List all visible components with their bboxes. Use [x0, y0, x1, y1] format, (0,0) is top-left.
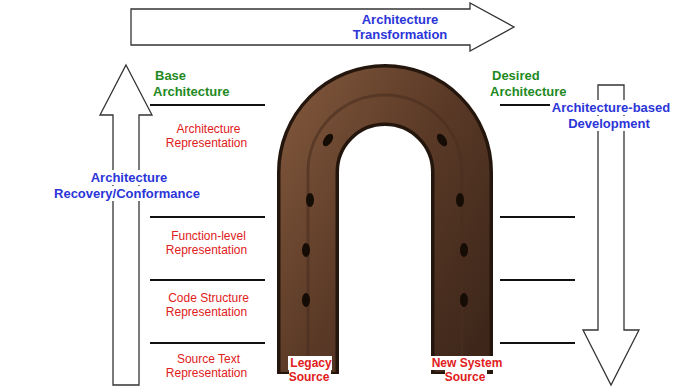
arrow-label: Architecture-based Development: [550, 100, 670, 131]
horseshoe: [302, 95, 468, 374]
level-heading-box: Desired Architecture: [490, 68, 586, 99]
arrow-label-box: Architecture Recovery/Conformance: [46, 170, 210, 201]
level-label: Source Text Representation: [166, 352, 249, 380]
arrow-title: Architecture Transformation: [338, 12, 462, 42]
source-label: Legacy Source: [288, 356, 331, 384]
source-label-box: Legacy Source: [272, 356, 348, 385]
level-label-box: Function-level Representation: [150, 229, 265, 258]
level-heading: Desired Architecture: [490, 68, 569, 99]
level-label-box: Code Structure Representation: [150, 291, 265, 320]
level-lines: [150, 105, 575, 343]
arrow-label-box: Architecture-based Development: [542, 100, 678, 131]
level-label: Function-level Representation: [166, 229, 249, 257]
arrow-label: Architecture Recovery/Conformance: [54, 170, 202, 201]
recovery-arrow: [100, 65, 152, 385]
level-heading: Base Architecture: [153, 68, 232, 99]
arrow-outline: [130, 2, 516, 52]
transformation-arrow: Architecture Transformation: [130, 2, 516, 52]
level-label: Architecture Representation: [166, 122, 249, 150]
source-label: New System Source: [430, 356, 503, 384]
level-heading-box: Base Architecture: [153, 68, 249, 99]
source-label-box: New System Source: [424, 356, 508, 385]
level-label: Code Structure Representation: [166, 291, 249, 319]
level-label-box: Architecture Representation: [150, 122, 265, 151]
level-label-box: Source Text Representation: [150, 352, 265, 381]
